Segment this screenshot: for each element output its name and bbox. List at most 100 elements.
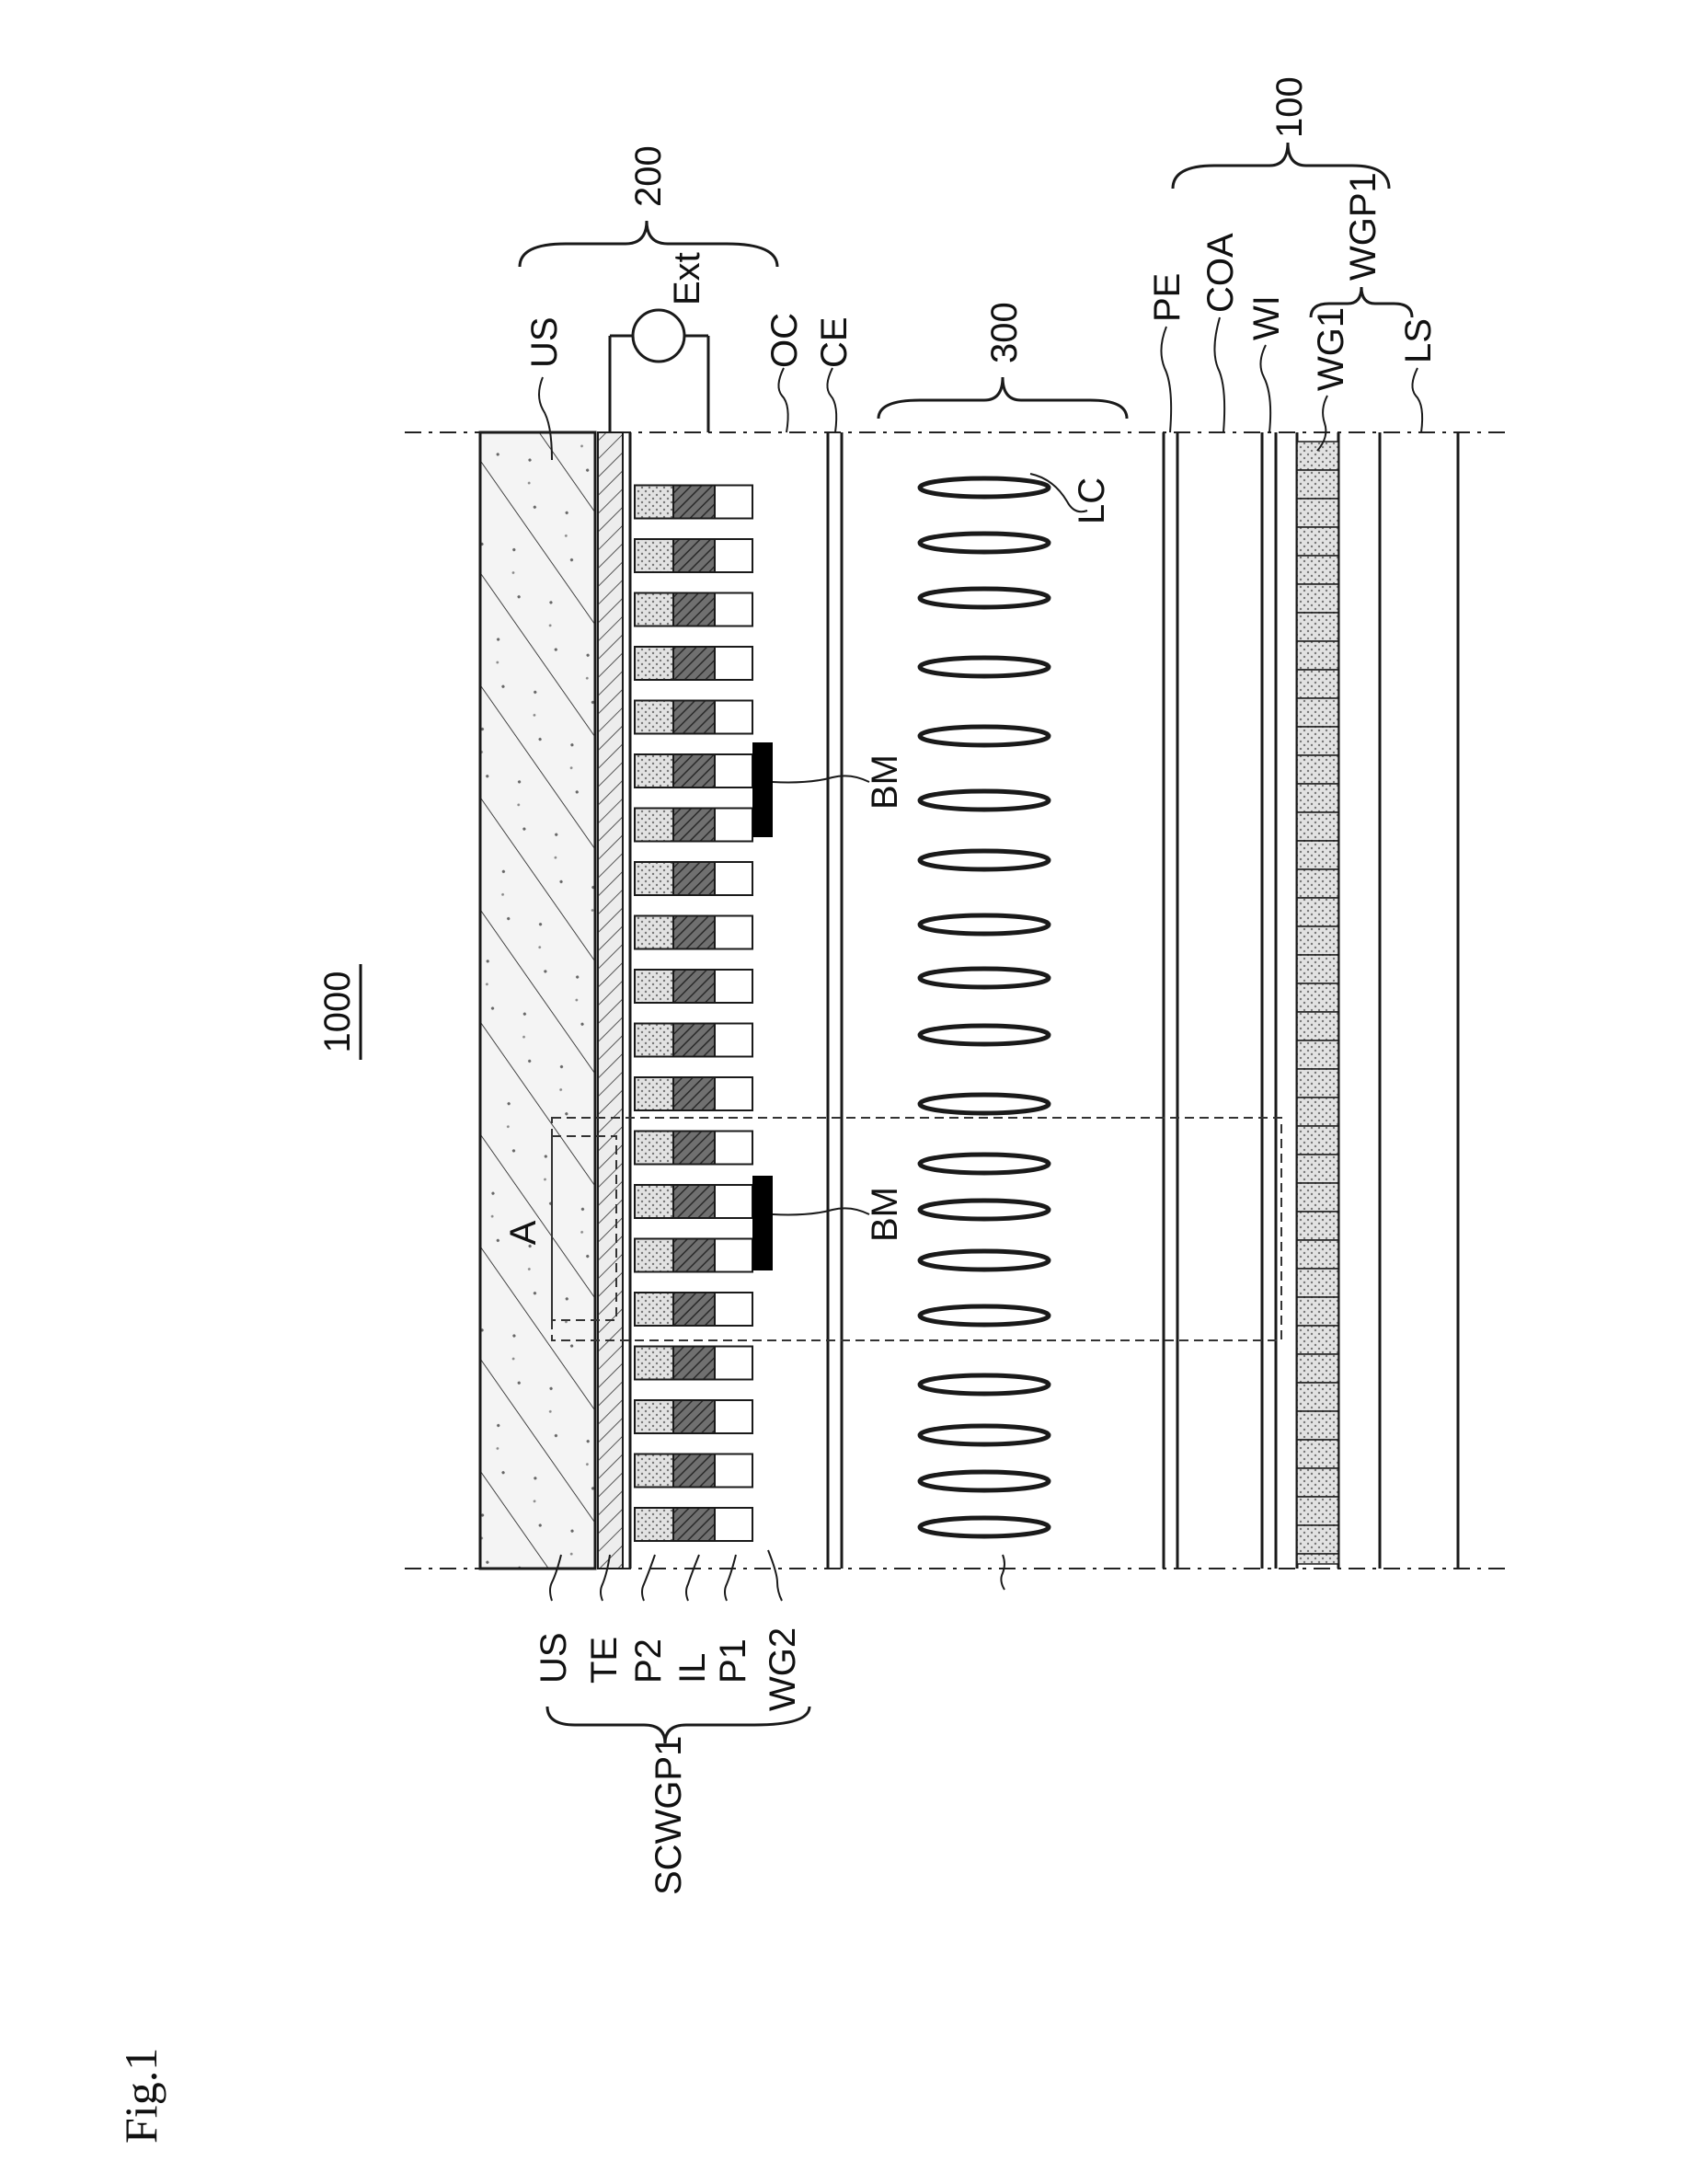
liquid-crystal-layer bbox=[920, 478, 1049, 1536]
leader-p2 bbox=[642, 1555, 655, 1601]
stripe-p1 bbox=[715, 1347, 752, 1380]
label-ls: LS bbox=[1398, 318, 1439, 363]
label-te: TE bbox=[584, 1637, 625, 1684]
lc-molecule bbox=[920, 478, 1049, 497]
wg1-cell bbox=[1297, 527, 1338, 556]
stripe-p1 bbox=[715, 486, 752, 519]
label-300: 300 bbox=[984, 302, 1025, 363]
leader-lc-bottom bbox=[1001, 1555, 1004, 1590]
stripe-p2 bbox=[635, 970, 673, 1003]
wg1-cell bbox=[1297, 869, 1338, 898]
stripe-p2 bbox=[635, 539, 673, 572]
wg1-cell bbox=[1297, 784, 1338, 812]
stripe bbox=[635, 486, 752, 519]
lc-molecule bbox=[920, 1095, 1049, 1113]
label-bm-2: BM bbox=[865, 1187, 905, 1242]
wg1-cell bbox=[1297, 584, 1338, 613]
wg1-cell bbox=[1297, 1354, 1338, 1383]
label-wi: WI bbox=[1246, 295, 1287, 340]
wg1-cell bbox=[1297, 1497, 1338, 1525]
wg1-cell bbox=[1297, 1525, 1338, 1554]
stripe-il bbox=[673, 647, 715, 680]
leader-bm-1 bbox=[773, 776, 869, 782]
label-ce: CE bbox=[814, 316, 855, 368]
touch-electrode-layer bbox=[598, 432, 623, 1569]
stripe-p2 bbox=[635, 647, 673, 680]
stripe bbox=[635, 1185, 752, 1218]
black-matrix-1 bbox=[752, 742, 773, 837]
device-label: 1000 bbox=[317, 964, 361, 1060]
wg1-cell bbox=[1297, 1098, 1338, 1126]
wg1-cell bbox=[1297, 1126, 1338, 1155]
lc-molecule bbox=[920, 915, 1049, 934]
label-200: 200 bbox=[628, 145, 669, 207]
wg1-cell bbox=[1297, 1326, 1338, 1354]
stripe-p2 bbox=[635, 1077, 673, 1110]
stripe-p1 bbox=[715, 1024, 752, 1057]
stripe-p1 bbox=[715, 1185, 752, 1218]
stripe-il bbox=[673, 970, 715, 1003]
label-coa: COA bbox=[1200, 233, 1241, 313]
leader-ce bbox=[827, 368, 836, 432]
wg1-cell bbox=[1297, 556, 1338, 584]
stripe bbox=[635, 809, 752, 842]
stripe bbox=[635, 1077, 752, 1110]
label-pe: PE bbox=[1147, 273, 1188, 322]
wg1-cell bbox=[1297, 1440, 1338, 1468]
stripe bbox=[635, 970, 752, 1003]
wg1-cell bbox=[1297, 727, 1338, 755]
wg1-cell bbox=[1297, 755, 1338, 784]
label-oc: OC bbox=[764, 313, 805, 368]
wg1-cell bbox=[1297, 499, 1338, 527]
lc-molecule bbox=[920, 1426, 1049, 1444]
wg1-cell bbox=[1297, 1269, 1338, 1297]
label-us-bottom: US bbox=[534, 1632, 574, 1684]
stripe-il bbox=[673, 701, 715, 734]
label-il: IL bbox=[672, 1653, 713, 1684]
wg1-cell bbox=[1297, 1468, 1338, 1497]
wire-grid-wg1 bbox=[1297, 442, 1338, 1564]
stripe-il bbox=[673, 1024, 715, 1057]
stripe-p2 bbox=[635, 701, 673, 734]
stripe-il bbox=[673, 1508, 715, 1541]
stripe-p1 bbox=[715, 1077, 752, 1110]
label-wg2: WG2 bbox=[763, 1627, 803, 1711]
wg1-cell bbox=[1297, 812, 1338, 841]
label-lc: LC bbox=[1072, 477, 1112, 524]
wg1-cell bbox=[1297, 470, 1338, 499]
stripe-il bbox=[673, 862, 715, 895]
lc-molecule bbox=[920, 851, 1049, 869]
lc-molecule bbox=[920, 1375, 1049, 1394]
lc-molecule bbox=[920, 1518, 1049, 1536]
stripe bbox=[635, 647, 752, 680]
stripe-p1 bbox=[715, 1508, 752, 1541]
leader-wg2 bbox=[768, 1550, 782, 1601]
stripe bbox=[635, 701, 752, 734]
label-scwgp1: SCWGP1 bbox=[649, 1736, 689, 1895]
lc-molecule bbox=[920, 658, 1049, 676]
leader-bm-2 bbox=[773, 1208, 869, 1214]
stripe-p2 bbox=[635, 1508, 673, 1541]
stripe-p1 bbox=[715, 809, 752, 842]
leader-oc bbox=[778, 368, 787, 432]
leader-ls bbox=[1412, 368, 1422, 432]
stripe-il bbox=[673, 1347, 715, 1380]
stripe-p1 bbox=[715, 754, 752, 787]
label-p1: P1 bbox=[713, 1638, 753, 1684]
lc-molecule bbox=[920, 969, 1049, 987]
label-p2: P2 bbox=[628, 1638, 669, 1684]
stripe-p2 bbox=[635, 1347, 673, 1380]
wg1-cell bbox=[1297, 841, 1338, 869]
stripe-p1 bbox=[715, 862, 752, 895]
stripe-il bbox=[673, 1077, 715, 1110]
stripe-p1 bbox=[715, 970, 752, 1003]
black-matrix-2 bbox=[752, 1176, 773, 1270]
figure-label: Fig.1 bbox=[115, 2048, 166, 2144]
stripe-p1 bbox=[715, 1132, 752, 1165]
lc-molecule bbox=[920, 1472, 1049, 1490]
lc-molecule bbox=[920, 1306, 1049, 1325]
stripe-il bbox=[673, 1185, 715, 1218]
wg1-cell bbox=[1297, 1554, 1338, 1564]
lc-molecule bbox=[920, 791, 1049, 810]
